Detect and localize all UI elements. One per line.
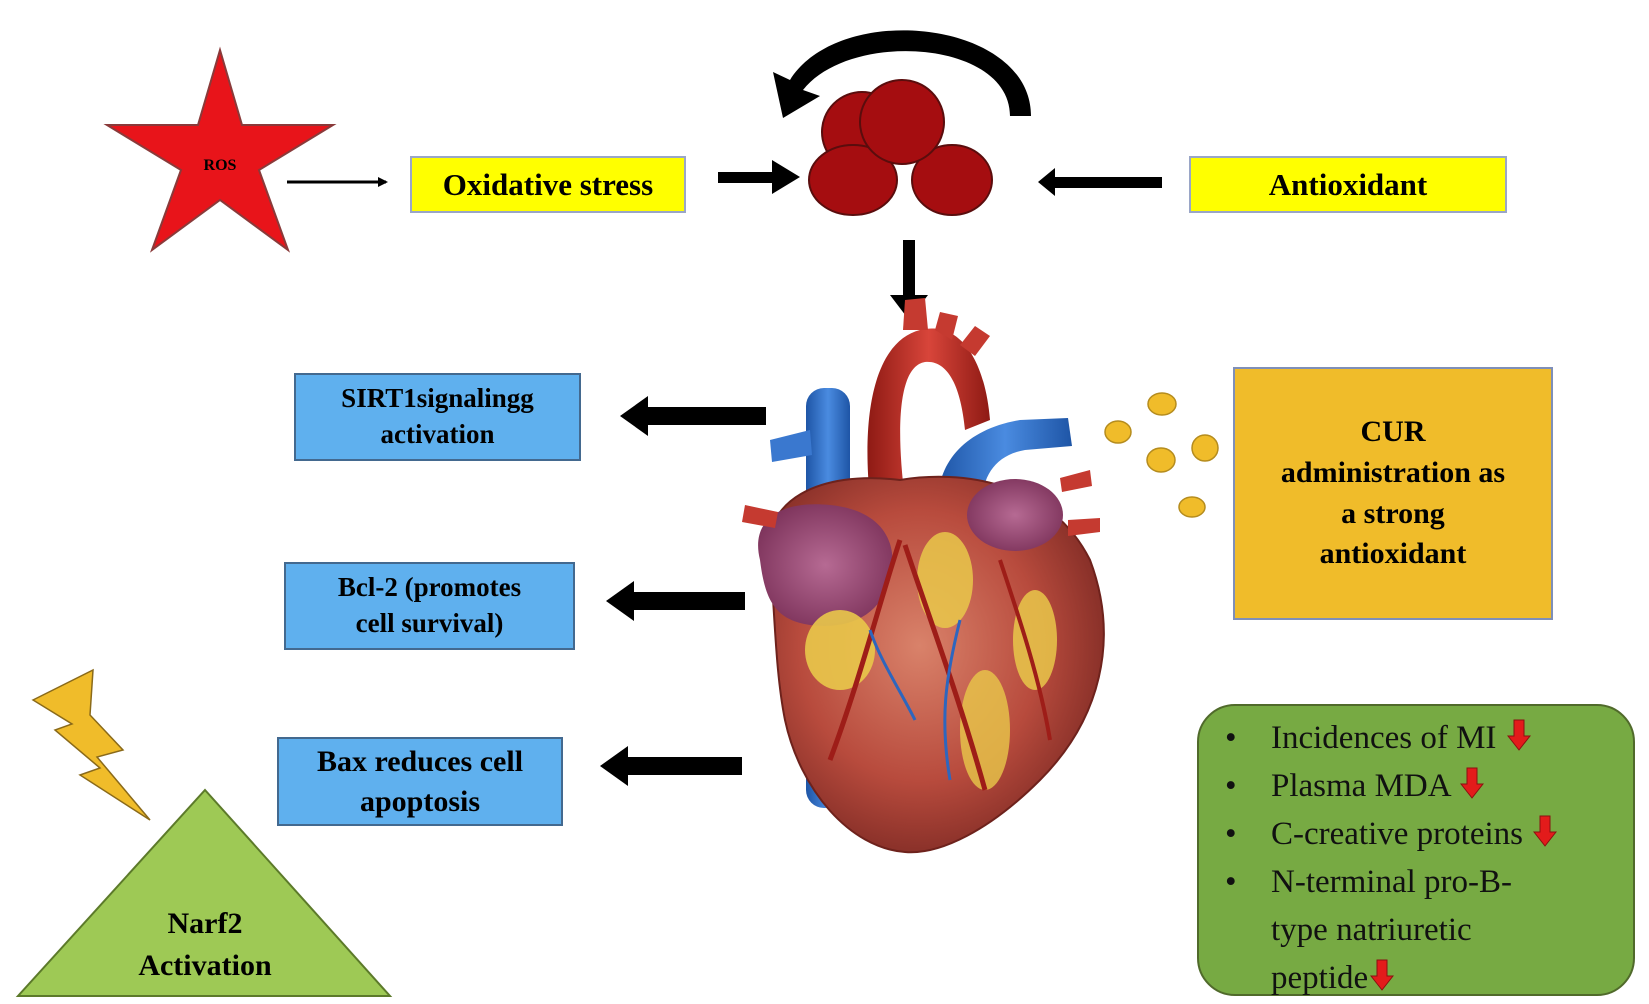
arrow-heart-to-bcl2 [606,581,745,621]
antioxidant-label: Antioxidant [1268,166,1428,202]
cur-line2: administration as [1280,455,1506,489]
outcomes-panel: • Incidences of MI • Plasma MDA • C-crea… [1197,704,1635,996]
ros-star [103,46,337,253]
outcome-label-line3: peptide [1271,960,1369,996]
outcome-label: Plasma MDA [1271,768,1450,804]
narf2-triangle [15,788,393,997]
bax-line2: apoptosis [359,784,481,818]
bcl2-box: Bcl-2 (promotes cell survival) [284,562,575,650]
outcome-item-ntprobnp: • N-terminal pro-B- type natriuretic pep… [1225,858,1619,1002]
bcl2-line2: cell survival) [355,608,504,638]
blood-cell-cluster [808,79,993,216]
outcome-label-line1: N-terminal pro-B- [1271,864,1513,900]
sirt1-line1: SIRT1signalingg [341,383,534,414]
outcome-label: Incidences of MI [1271,720,1497,756]
outcome-item-mi: • Incidences of MI [1225,714,1619,762]
cur-line1: CUR [1360,414,1426,448]
cycle-arrow [773,30,1031,118]
cur-line3: a strong [1341,496,1445,530]
ros-label: ROS [204,157,237,174]
bax-box: Bax reduces cell apoptosis [277,737,563,826]
arrow-oxidative-to-cells [718,160,800,194]
outcome-item-mda: • Plasma MDA [1225,762,1619,810]
outcome-label-line2: type natriuretic [1271,912,1472,948]
bullet: • [1225,768,1237,804]
oxidative-stress-label: Oxidative stress [442,166,654,202]
heart-illustration [742,298,1105,854]
arrow-antioxidant-to-cells [1038,168,1162,196]
antioxidant-box: Antioxidant [1189,156,1507,213]
outcome-item-crp: • C-creative proteins [1225,810,1619,858]
arrow-heart-to-bax [600,746,742,786]
bullet: • [1225,816,1237,852]
arrow-heart-to-sirt1 [620,396,766,436]
down-arrow-icon [1506,719,1531,751]
sirt1-line2: activation [380,419,495,449]
outcomes-list: • Incidences of MI • Plasma MDA • C-crea… [1225,714,1619,1002]
narf2-line2: Activation [138,949,272,982]
bcl2-line1: Bcl-2 (promotes [337,572,522,603]
outcome-label: C-creative proteins [1271,816,1523,852]
cur-droplets [1104,392,1219,518]
bullet: • [1225,864,1237,900]
down-arrow-icon [1460,767,1485,799]
bullet: • [1225,720,1237,756]
down-arrow-icon [1370,959,1395,991]
oxidative-stress-box: Oxidative stress [410,156,686,213]
lightning-icon [31,668,151,821]
narf2-label: Narf2 Activation [100,903,310,987]
bax-line1: Bax reduces cell [316,744,524,778]
narf2-line1: Narf2 [167,907,243,940]
sirt1-box: SIRT1signalingg activation [294,373,581,461]
cur-line4: antioxidant [1319,537,1467,571]
down-arrow-icon [1533,815,1558,847]
cur-box: CUR administration as a strong antioxida… [1233,367,1553,620]
